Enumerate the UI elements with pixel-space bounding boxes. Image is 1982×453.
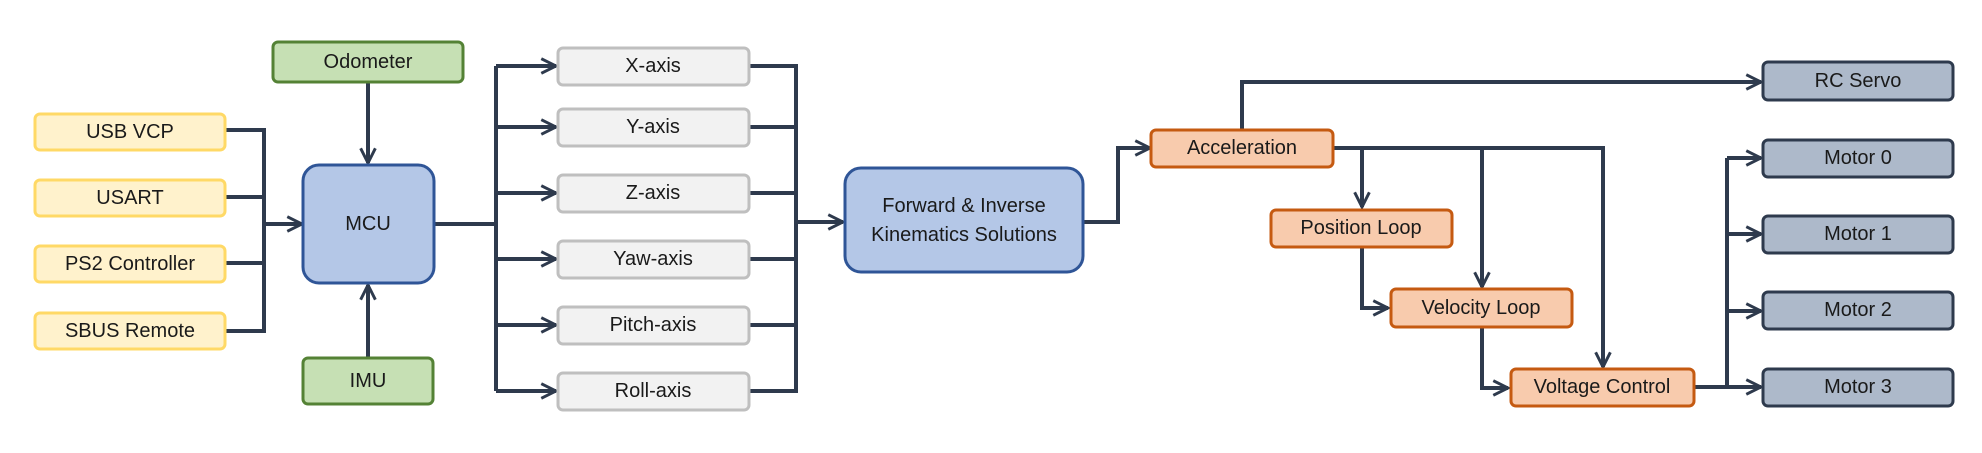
- label-x-axis: X-axis: [625, 55, 681, 77]
- label-z-axis: Z-axis: [626, 182, 680, 204]
- node-x-axis: X-axis: [556, 46, 751, 87]
- label-imu: IMU: [350, 370, 387, 392]
- edge-x-axis-out: [749, 64, 798, 393]
- node-odometer: Odometer: [271, 40, 465, 84]
- label-roll-axis: Roll-axis: [615, 380, 692, 402]
- node-acceleration: Acceleration: [1149, 128, 1335, 169]
- label-mcu: MCU: [345, 213, 391, 235]
- label-yaw-axis: Yaw-axis: [613, 248, 693, 270]
- node-imu: IMU: [301, 356, 435, 406]
- node-z-axis: Z-axis: [556, 173, 751, 214]
- node-motor1: Motor 1: [1761, 214, 1955, 255]
- label-odometer: Odometer: [324, 51, 413, 73]
- node-position-loop: Position Loop: [1269, 208, 1454, 249]
- node-usart: USART: [33, 178, 227, 218]
- node-motor2: Motor 2: [1761, 290, 1955, 331]
- label-voltage-control: Voltage Control: [1534, 376, 1671, 398]
- node-ps2-controller: PS2 Controller: [33, 244, 227, 284]
- label-sbus-remote: SBUS Remote: [65, 320, 195, 342]
- label-y-axis: Y-axis: [626, 116, 680, 138]
- label-acceleration: Acceleration: [1187, 137, 1297, 159]
- label-usb-vcp: USB VCP: [86, 121, 174, 143]
- node-sbus-remote: SBUS Remote: [33, 311, 227, 351]
- edge-velocity-to-voltage-control: [1480, 328, 1508, 388]
- node-voltage-control: Voltage Control: [1509, 367, 1696, 408]
- label-velocity-loop: Velocity Loop: [1422, 297, 1541, 319]
- node-motor0: Motor 0: [1761, 138, 1955, 179]
- label-motor0: Motor 0: [1824, 147, 1892, 169]
- node-y-axis: Y-axis: [556, 107, 751, 148]
- label-kinematics-line2: Kinematics Solutions: [871, 224, 1057, 246]
- edge-acceleration-branch: [1333, 146, 1603, 367]
- label-motor2: Motor 2: [1824, 299, 1892, 321]
- node-pitch-axis: Pitch-axis: [556, 305, 751, 346]
- edge-acceleration-to-rc-servo: [1240, 82, 1761, 132]
- edge-usb-vcp-bus: [225, 128, 266, 333]
- node-kinematics-solutions: Forward & Inverse Kinematics Solutions: [843, 166, 1085, 274]
- node-mcu: MCU: [301, 163, 436, 285]
- node-rc-servo: RC Servo: [1761, 60, 1955, 102]
- node-usb-vcp: USB VCP: [33, 112, 227, 152]
- edge-kinematics-to-acceleration: [1083, 148, 1150, 224]
- node-yaw-axis: Yaw-axis: [556, 239, 751, 280]
- label-motor3: Motor 3: [1824, 376, 1892, 398]
- label-pitch-axis: Pitch-axis: [610, 314, 697, 336]
- label-motor1: Motor 1: [1824, 223, 1892, 245]
- edge-position-to-velocity-loop: [1360, 248, 1388, 308]
- label-ps2-controller: PS2 Controller: [65, 253, 195, 275]
- node-velocity-loop: Velocity Loop: [1389, 287, 1574, 329]
- label-kinematics-line1: Forward & Inverse: [882, 195, 1045, 217]
- label-position-loop: Position Loop: [1300, 217, 1421, 239]
- nodes: USB VCP USART PS2 Controller SBUS Remote…: [33, 40, 1955, 412]
- node-motor3: Motor 3: [1761, 367, 1955, 408]
- label-rc-servo: RC Servo: [1815, 70, 1902, 92]
- connections: [225, 66, 1761, 391]
- node-roll-axis: Roll-axis: [556, 371, 751, 412]
- label-usart: USART: [96, 187, 163, 209]
